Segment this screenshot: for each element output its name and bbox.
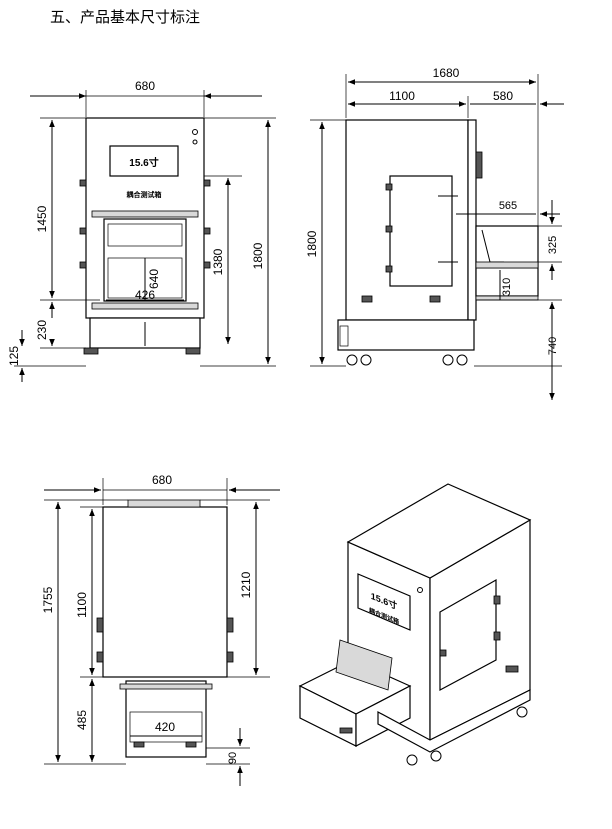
top-dimensions: 680 1755 1100 485 1210 420 — [41, 473, 280, 786]
side-view — [337, 119, 539, 366]
iso-caster-icon — [430, 750, 442, 762]
iso-top-face — [346, 483, 532, 579]
side-565-label: 565 — [499, 200, 517, 212]
iso-indicator-icon — [417, 587, 423, 593]
front-indicator-icon — [192, 129, 198, 135]
front-latch — [79, 261, 87, 269]
iso-screen — [357, 573, 411, 631]
iso-base — [377, 689, 531, 753]
front-view: 15.6寸 耦合测试箱 — [79, 117, 211, 355]
top-420-label: 420 — [155, 720, 175, 734]
front-inner-box — [107, 223, 183, 247]
front-drawer-640-label: 640 — [147, 269, 161, 289]
front-height-1380-label: 1380 — [211, 248, 225, 275]
side-front-panel — [467, 119, 477, 321]
front-latch — [203, 261, 211, 269]
front-height-1450-label: 1450 — [35, 205, 49, 232]
side-325-label: 325 — [547, 236, 559, 254]
top-90-label: 90 — [227, 752, 239, 764]
front-height-230-label: 230 — [35, 320, 49, 340]
front-screen-label: 15.6寸 — [129, 156, 158, 169]
top-1100-label: 1100 — [75, 592, 89, 618]
front-drawer-426-label: 426 — [135, 288, 155, 302]
side-total-label: 1680 — [433, 66, 460, 80]
front-width-label: 680 — [135, 79, 155, 93]
top-view — [96, 499, 234, 758]
iso-caster-icon — [516, 706, 528, 718]
front-badge-label: 耦合测试箱 — [127, 190, 162, 199]
iso-caster-icon — [406, 754, 418, 766]
isometric-view: 15.6寸 耦合测试箱 — [298, 483, 532, 766]
top-rear-mount — [127, 499, 201, 508]
side-dimensions: 1680 1100 580 1800 565 325 310 — [305, 66, 564, 400]
front-dimensions: 680 1450 230 125 1380 1800 640 — [7, 79, 276, 382]
side-caster-icon — [360, 354, 372, 366]
side-height-1800-label: 1800 — [305, 230, 319, 257]
front-latch — [203, 227, 211, 235]
side-caster-icon — [346, 354, 358, 366]
front-latch — [79, 179, 87, 187]
front-latch — [79, 227, 87, 235]
top-485-label: 485 — [75, 710, 89, 730]
side-caster-icon — [442, 354, 454, 366]
front-caster-right — [185, 347, 201, 355]
side-screen-mount — [475, 151, 483, 179]
side-drawer-outline — [475, 225, 539, 297]
side-base — [337, 319, 475, 351]
top-cabinet — [102, 506, 228, 678]
side-caster-icon — [456, 354, 468, 366]
top-1210-label: 1210 — [239, 571, 253, 598]
front-screen — [109, 145, 179, 177]
front-lower-shelf — [91, 302, 199, 310]
front-indicator-icon — [192, 139, 198, 145]
front-height-1800-label: 1800 — [251, 242, 265, 269]
front-caster-left — [83, 347, 99, 355]
side-310-label: 310 — [501, 278, 513, 296]
iso-side-door — [439, 578, 497, 692]
side-door — [389, 175, 453, 287]
front-latch — [203, 179, 211, 187]
side-740-label: 740 — [547, 337, 559, 355]
front-upper-shelf — [91, 210, 199, 218]
front-height-125-label: 125 — [7, 346, 21, 366]
iso-lid-panel — [335, 639, 393, 691]
top-width-label: 680 — [152, 473, 172, 487]
top-1755-label: 1755 — [41, 586, 55, 613]
side-1100-label: 1100 — [389, 89, 415, 103]
section-heading: 五、产品基本尺寸标注 — [50, 8, 201, 26]
side-580-label: 580 — [493, 89, 513, 103]
